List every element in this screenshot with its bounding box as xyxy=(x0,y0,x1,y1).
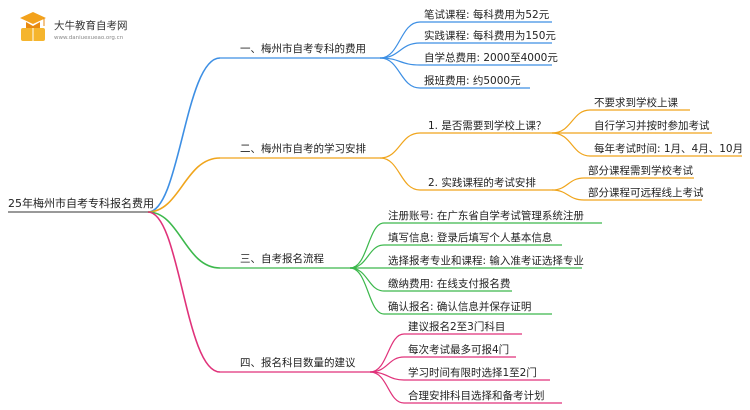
advice-limited-time: 学习时间有限时选择1至2门 xyxy=(408,366,537,379)
study-no-school-required: 不要求到学校上课 xyxy=(594,96,678,109)
study-practice-exam: 2. 实践课程的考试安排 xyxy=(428,176,536,189)
branch-study xyxy=(220,109,742,201)
reg-step-select-major: 选择报考专业和课程: 输入准考证选择专业 xyxy=(388,254,584,267)
branch-subject-advice-label: 四、报名科目数量的建议 xyxy=(240,356,356,369)
branch-fees xyxy=(220,21,552,89)
advice-max-4-subjects: 每次考试最多可报4门 xyxy=(408,343,509,356)
fee-practice-course: 实践课程: 每科费用为150元 xyxy=(424,29,556,42)
branch-registration xyxy=(220,222,602,315)
study-attend-school-question: 1. 是否需要到学校上课？ xyxy=(428,119,546,132)
site-logo: 大牛教育自考网 www.daniuexueao.org.cn xyxy=(20,12,128,41)
root-label: 25年梅州市自考专科报名费用 xyxy=(8,196,154,210)
fee-self-study-total: 自学总费用: 2000至4000元 xyxy=(424,51,558,64)
study-exam-schedule: 每年考试时间: 1月、4月、10月 xyxy=(594,142,743,155)
branch-subject-advice xyxy=(220,333,562,404)
branch-fees-label: 一、梅州市自考专科的费用 xyxy=(240,42,366,55)
reg-step-fill-info: 填写信息: 登录后填写个人基本信息 xyxy=(388,231,552,244)
reg-step-confirm: 确认报名: 确认信息并保存证明 xyxy=(388,300,531,313)
branch-study-label: 二、梅州市自考的学习安排 xyxy=(240,142,366,155)
logo-url: www.daniuexueao.org.cn xyxy=(54,35,124,41)
practice-exam-online: 部分课程可远程线上考试 xyxy=(588,186,704,199)
branch-registration-label: 三、自考报名流程 xyxy=(240,252,324,265)
study-self-learning: 自行学习并按时参加考试 xyxy=(594,119,710,132)
fee-written-course: 笔试课程: 每科费用为52元 xyxy=(424,8,550,21)
reg-step-pay-fee: 缴纳费用: 在线支付报名费 xyxy=(388,277,510,290)
root-node: 25年梅州市自考专科报名费用 xyxy=(8,196,154,213)
graduation-book-icon xyxy=(20,12,46,41)
advice-plan-study: 合理安排科目选择和备考计划 xyxy=(408,389,545,402)
reg-step-register-account: 注册账号: 在广东省自学考试管理系统注册 xyxy=(388,209,584,222)
logo-title: 大牛教育自考网 xyxy=(54,19,128,32)
fee-tutoring-class: 报班费用: 约5000元 xyxy=(424,74,521,87)
practice-exam-at-school: 部分课程需到学校考试 xyxy=(588,164,693,177)
advice-2-to-3-subjects: 建议报名2至3门科目 xyxy=(408,320,505,333)
